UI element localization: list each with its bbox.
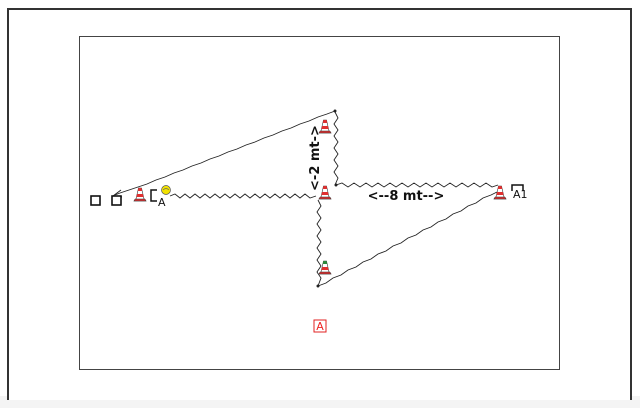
start-marker-label: A (158, 196, 166, 209)
path-corner-mid (334, 183, 338, 187)
end-marker: A1 (511, 184, 528, 201)
path-corner-top (333, 109, 337, 113)
center-red-marker: A (313, 319, 327, 333)
player-square-2 (111, 195, 122, 206)
path-start-to-center (169, 193, 317, 199)
vertical-distance-label: <-2 mt-> (308, 125, 323, 191)
player-square-1 (90, 195, 101, 206)
path-vertical-lower (316, 199, 322, 287)
start-marker: A (150, 185, 171, 209)
path-corner-bottom (316, 284, 320, 288)
end-marker-label: A1 (513, 188, 528, 201)
horizontal-distance-label: <--8 mt--> (368, 189, 445, 204)
movement-paths (114, 110, 499, 287)
path-diagonal-upper (114, 110, 336, 196)
center-red-marker-label: A (316, 320, 324, 333)
path-vertical-upper (333, 111, 339, 186)
path-diagonal-lower (317, 191, 498, 287)
ball-icon (161, 185, 171, 195)
cone-start (133, 187, 147, 202)
path-horizontal-right (335, 182, 499, 188)
cone-bottom (318, 260, 332, 275)
